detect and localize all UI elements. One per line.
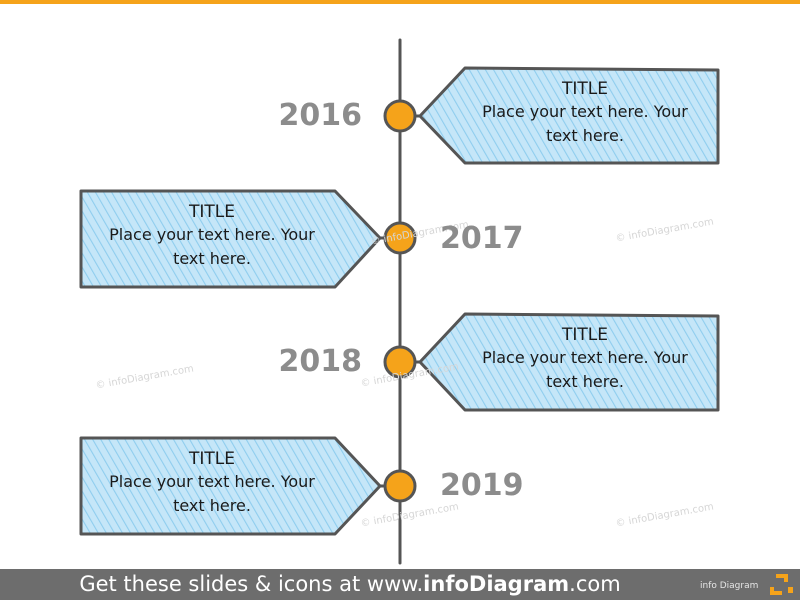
timeline-node-2018 [383, 345, 417, 379]
footer-text-brand: infoDiagram [423, 572, 570, 596]
tag-title: TITLE [189, 202, 235, 222]
footer-bar: Get these slides & icons at www.infoDiag… [0, 569, 800, 600]
tag-title: TITLE [562, 325, 608, 345]
tag-shape-2019 [79, 436, 382, 536]
tag-shape-2016 [418, 66, 720, 165]
logo-text: info Diagram [700, 581, 759, 591]
timeline-node-2017 [383, 221, 417, 255]
tag-title: TITLE [562, 79, 608, 99]
footer-promo-link[interactable]: Get these slides & icons at www.infoDiag… [0, 569, 700, 600]
year-label-2017: 2017 [440, 221, 524, 256]
footer-text-prefix: Get these slides & icons at www. [79, 572, 424, 596]
logo-mark-icon [770, 574, 793, 595]
tag-2016: TITLE Place your text here. Your text he… [470, 78, 700, 148]
footer-text-suffix: .com [569, 572, 621, 596]
tag-shape-2017 [79, 189, 382, 289]
year-label-2019: 2019 [440, 468, 524, 503]
tag-body: Place your text here. Your text here. [482, 348, 688, 391]
timeline-node-2016 [383, 99, 417, 133]
tag-title: TITLE [189, 449, 235, 469]
year-label-2018: 2018 [278, 344, 363, 379]
tag-body: Place your text here. Your text here. [482, 102, 688, 145]
tag-2017: TITLE Place your text here. Your text he… [97, 201, 327, 271]
tag-shape-2018 [418, 312, 720, 412]
year-label-2016: 2016 [278, 98, 363, 133]
tag-2019: TITLE Place your text here. Your text he… [97, 448, 327, 518]
infodiagram-logo: info Diagram [700, 572, 794, 597]
top-accent-bar [0, 0, 800, 4]
tag-2018: TITLE Place your text here. Your text he… [470, 324, 700, 394]
tag-body: Place your text here. Your text here. [109, 225, 315, 268]
tag-body: Place your text here. Your text here. [109, 472, 315, 515]
timeline-node-2019 [383, 469, 417, 503]
